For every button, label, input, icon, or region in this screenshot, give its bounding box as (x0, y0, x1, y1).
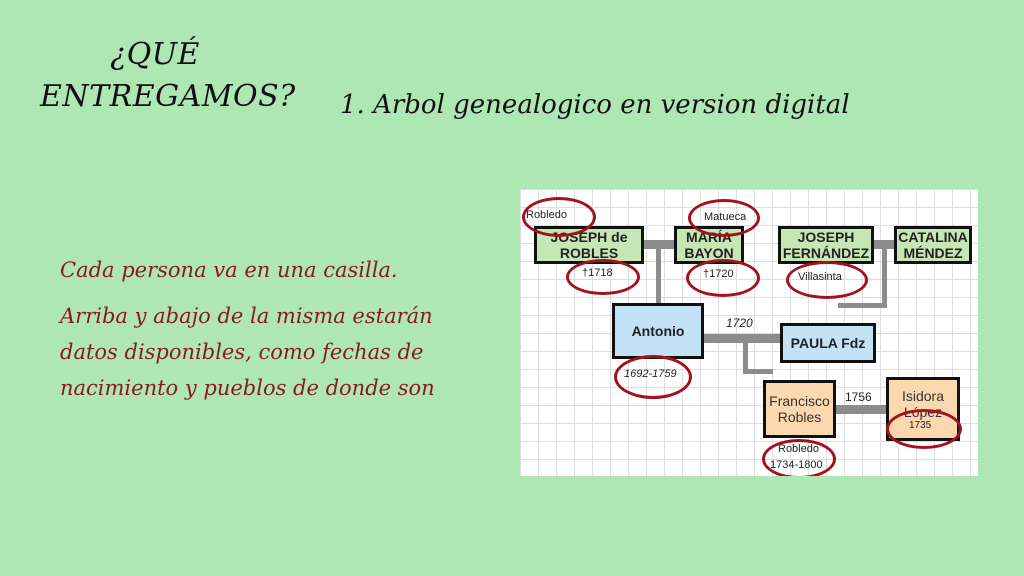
highlight-ring-joseph-death (566, 259, 640, 295)
person-joseph-fernandez: JOSEPH FERNÁNDEZ (778, 226, 874, 264)
label-marriage-1720: 1720 (726, 316, 753, 330)
person-paula: PAULA Fdz (780, 323, 876, 363)
person-antonio: Antonio (612, 303, 704, 359)
highlight-ring-francisco-dates (762, 439, 836, 476)
highlight-ring-robledo (522, 197, 596, 237)
highlight-ring-villasinta (786, 261, 868, 299)
connector-to-antonio (656, 249, 661, 303)
description-paragraph-1: Cada persona va en una casilla. (60, 258, 398, 282)
label-marriage-1756: 1756 (845, 390, 872, 404)
connector-joseph-catalina (874, 240, 894, 249)
highlight-ring-antonio-dates (614, 355, 692, 399)
highlight-ring-maria-death (686, 259, 760, 297)
title-line-1: ¿QUÉ (110, 37, 200, 72)
connector-joseph-maria (644, 240, 674, 249)
connector-to-francisco-h (743, 369, 773, 374)
highlight-ring-isidora-birth (886, 409, 962, 449)
family-tree-diagram: JOSEPH de ROBLES MARÍA BAYON JOSEPH FERN… (520, 189, 978, 476)
section-heading: 1. Arbol genealogico en version digital (340, 90, 850, 120)
page-title: ¿QUÉ ENTREGAMOS? (40, 34, 296, 118)
person-catalina-mendez: CATALINA MÉNDEZ (894, 226, 972, 264)
connector-to-francisco-v (743, 343, 748, 371)
description-text: Cada persona va en una casilla. Arriba y… (60, 252, 470, 416)
highlight-ring-matueca (688, 199, 760, 237)
connector-francisco-isidora (836, 405, 886, 414)
connector-to-paula-h (838, 303, 887, 308)
person-francisco-robles: Francisco Robles (763, 380, 836, 438)
connector-antonio-paula (704, 334, 780, 343)
description-paragraph-2: Arriba y abajo de la misma estarán datos… (60, 304, 435, 400)
title-line-2: ENTREGAMOS? (40, 79, 296, 114)
connector-to-paula-v (882, 249, 887, 307)
